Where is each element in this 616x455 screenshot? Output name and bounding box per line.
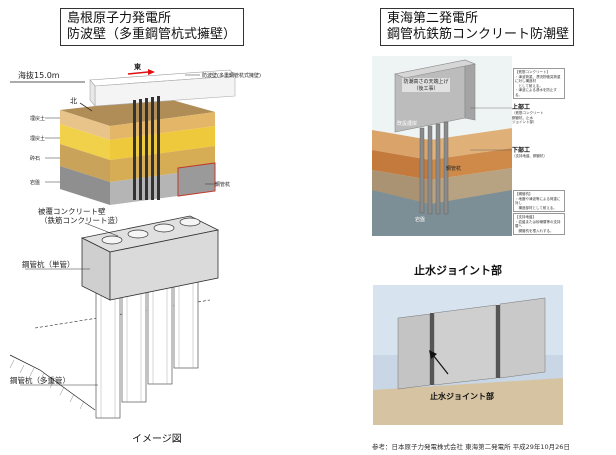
- joint-title: 止水ジョイント部: [414, 264, 502, 277]
- note-pile: 【鋼管杭】 ・地震や津波等による荷重に対し 構造部材として耐える。: [513, 190, 565, 212]
- lower-work-label: 下部工: [512, 147, 531, 154]
- top-callout-2: （後工事）: [413, 86, 439, 92]
- upper-work-sub1: （鉄筋コンクリート: [512, 111, 544, 115]
- right-title-box: 東海第二発電所 鋼管杭鉄筋コンクリート防潮壁: [380, 8, 574, 46]
- wall-label: 防波壁(多重鋼管杭式擁壁): [202, 73, 261, 79]
- upper-work-sub3: ジョイント部）: [512, 120, 537, 124]
- note-rc-2: ・津波荷重、漂流物衝突荷重に対し構造材: [515, 74, 561, 84]
- cover-wall-label-1: 被覆コンクリート壁: [38, 207, 106, 216]
- right-title-line2: 鋼管杭鉄筋コンクリート防潮壁: [387, 27, 570, 42]
- pile-multi-label: 鋼管杭（多重管）: [10, 376, 70, 385]
- layer3-label: 砕石: [30, 156, 41, 162]
- upper-work: 上部工 （鉄筋コンクリート 鋼管杭、止水 ジョイント部）: [512, 102, 544, 125]
- note-pile-2: ・地震や津波等による荷重に対し: [515, 196, 561, 206]
- note-pile-1: 【鋼管杭】: [515, 192, 533, 196]
- note-rc-3: として耐える。: [515, 83, 543, 88]
- layer1-label: 埋戻土: [30, 116, 46, 122]
- layer2-label: 埋戻土: [30, 136, 46, 142]
- right-title-line1: 東海第二発電所: [387, 11, 479, 26]
- left-title-line2: 防波壁（多重鋼管杭式擁壁）: [67, 27, 237, 42]
- top-callout-1: 防潮高さの天端上げ: [403, 79, 449, 85]
- left-title-box: 島根原子力発電所 防波壁（多重鋼管杭式擁壁）: [60, 8, 244, 46]
- east-label: 東: [134, 63, 141, 71]
- note-rc-4: ・津波による浸水を防止する。: [515, 88, 557, 97]
- north-label: 北: [70, 97, 77, 105]
- layer4-label: 岩盤: [30, 180, 41, 186]
- top-callout: 防潮高さの天端上げ （後工事）: [402, 78, 450, 92]
- note-rc: 【鉄筋コンクリート】 ・津波荷重、漂流物衝突荷重に対し構造材 として耐える。 ・…: [513, 68, 565, 99]
- cover-wall-label-2: （鉄筋コンクリート造）: [40, 216, 123, 225]
- joint-photo-label: 止水ジョイント部: [430, 392, 494, 401]
- upper-work-label: 上部工: [512, 104, 531, 111]
- lower-work: 下部工 （支持地盤、鋼管杭）: [512, 145, 547, 159]
- upper-work-sub2: 鋼管杭、止水: [512, 115, 533, 120]
- left-title-line1: 島根原子力発電所: [67, 11, 172, 26]
- sea-level-label: 海抜15.0m: [18, 71, 60, 80]
- image-caption: イメージ図: [132, 434, 182, 445]
- note-ground: 【支持地盤】 ・岩盤または砂礫層等の支持層へ 鋼管杭を根入れする。: [513, 213, 565, 235]
- note-ground-2: ・岩盤または砂礫層等の支持層へ: [515, 219, 561, 229]
- pipe-label-top: 鋼管杭: [215, 182, 231, 188]
- pile-label: 鋼管杭: [446, 166, 462, 172]
- note-ground-1: 【支持地盤】: [515, 215, 536, 219]
- note-ground-3: 鋼管杭を根入れする。: [515, 228, 554, 233]
- seawall-label: 既設護岸: [397, 121, 418, 127]
- note-pile-3: 構造部材として耐える。: [515, 205, 557, 210]
- pile-single-label: 鋼管杭（単管）: [22, 260, 75, 269]
- source-note: 参考：日本原子力発電株式会社 東海第二発電所 平成29年10月26日: [372, 443, 570, 451]
- note-rc-1: 【鉄筋コンクリート】: [515, 70, 550, 74]
- rock-label: 岩盤: [415, 217, 426, 223]
- lower-work-sub: （支持地盤、鋼管杭）: [512, 154, 547, 158]
